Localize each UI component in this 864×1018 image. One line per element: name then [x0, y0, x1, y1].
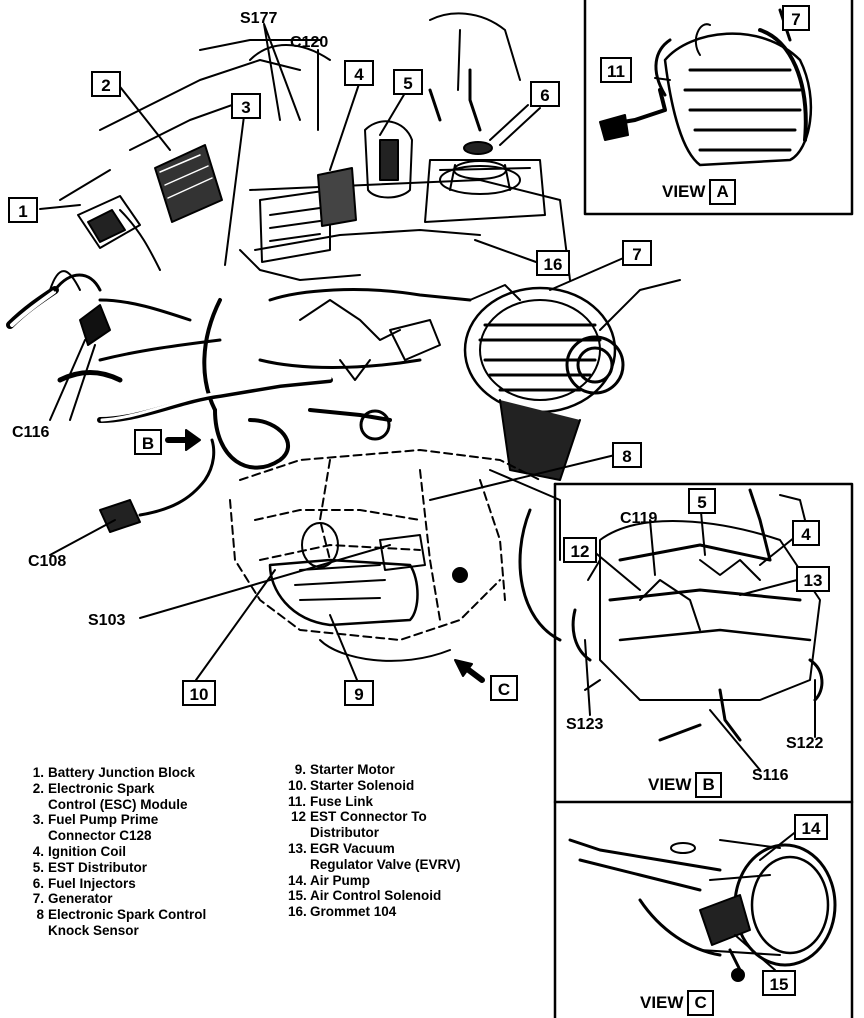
callout-8: 8: [612, 442, 642, 468]
callout-2: 2: [91, 71, 121, 97]
legend-right: 9. Starter Motor 10.Starter Solenoid 11.F…: [288, 762, 553, 920]
callout-16: 16: [536, 250, 570, 276]
view-c-callout-15: 15: [762, 970, 796, 996]
legend-item: 1. Battery Junction Block: [26, 765, 276, 781]
legend-item: 2.Electronic Spark Control (ESC) Module: [26, 781, 276, 813]
legend-text: Fuel Pump Prime Connector C128: [48, 812, 159, 844]
legend-text: Electronic Spark Control (ESC) Module: [48, 780, 188, 812]
view-b-letter: B: [695, 772, 722, 798]
view-c-art: [568, 829, 837, 982]
callout-5: 5: [393, 69, 423, 95]
view-c-letter: C: [687, 990, 714, 1016]
legend-num: 11.: [288, 793, 307, 809]
tag-c120: C120: [290, 34, 329, 51]
legend-text: EGR Vacuum Regulator Valve (EVRV): [310, 840, 461, 872]
legend-text: EST Distributor: [48, 859, 148, 875]
legend-left: 1.Battery Junction Block 2.Electronic Sp…: [26, 765, 276, 939]
callout-3: 3: [231, 93, 261, 119]
legend-num: 10.: [288, 777, 307, 793]
arrow-label-c: C: [490, 675, 518, 701]
legend-text: EST Connector To Distributor: [310, 809, 427, 841]
tag-c119: C119: [620, 510, 658, 527]
legend-item: 10.Starter Solenoid: [288, 778, 553, 794]
legend-num: 8: [36, 907, 44, 923]
view-c-callout-14: 14: [794, 814, 828, 840]
tag-s116: S116: [752, 767, 789, 784]
view-frames: [553, 0, 854, 1018]
legend-num: 12: [290, 809, 306, 825]
legend-item: 3.Fuel Pump Prime Connector C128: [26, 812, 276, 844]
tag-c116: C116: [12, 424, 50, 441]
tag-c108: C108: [28, 553, 67, 570]
arrow-label-b: B: [134, 429, 162, 455]
view-b-callout-5: 5: [688, 488, 716, 514]
legend-text: Ignition Coil: [48, 843, 126, 859]
legend-item: 15.Air Control Solenoid: [288, 888, 553, 904]
legend-num: 9.: [294, 762, 306, 777]
legend-text: Fuse Link: [310, 793, 374, 809]
legend-item: 13.EGR Vacuum Regulator Valve (EVRV): [288, 841, 553, 873]
legend-num: 15.: [288, 888, 307, 904]
callout-7: 7: [622, 240, 652, 266]
callout-9: 9: [344, 680, 374, 706]
legend-num: 1.: [32, 765, 44, 780]
legend-num: 3.: [32, 812, 44, 828]
view-b-callout-13: 13: [796, 566, 830, 592]
legend-text: Electronic Spark Control Knock Sensor: [48, 907, 207, 938]
view-a-letter: A: [709, 179, 736, 205]
view-b-callout-4: 4: [792, 520, 820, 546]
view-a-art: [599, 8, 813, 167]
legend-num: 13.: [288, 840, 307, 856]
legend-num: 14.: [288, 872, 307, 888]
view-a-callout-7: 7: [782, 5, 810, 31]
tag-s122: S122: [786, 735, 824, 752]
legend-text: Generator: [48, 891, 113, 907]
legend-text: Starter Solenoid: [310, 777, 415, 793]
legend-text: Air Control Solenoid: [310, 888, 442, 904]
legend-item: 9. Starter Motor: [288, 762, 553, 778]
view-b-word: VIEW: [648, 775, 692, 794]
tag-s103: S103: [88, 612, 126, 629]
legend-num: 4.: [32, 843, 44, 859]
legend-num: 7.: [32, 891, 44, 907]
legend-item: 14.Air Pump: [288, 873, 553, 889]
legend-text: Battery Junction Block: [48, 765, 196, 780]
legend-text: Grommet 104: [310, 904, 397, 920]
legend-item: 16.Grommet 104: [288, 904, 553, 920]
callout-4: 4: [344, 60, 374, 86]
legend-text: Air Pump: [310, 872, 371, 888]
tag-s177: S177: [240, 10, 278, 27]
legend-text: Fuel Injectors: [48, 875, 136, 891]
callout-6: 6: [530, 81, 560, 107]
legend-item: 7.Generator: [26, 891, 276, 907]
view-b-art: [571, 488, 824, 771]
callout-1: 1: [8, 197, 38, 223]
tag-s123: S123: [566, 716, 604, 733]
legend-num: 16.: [288, 904, 307, 920]
view-c-word: VIEW: [640, 993, 684, 1012]
legend-item: 5.EST Distributor: [26, 860, 276, 876]
legend-item: 11.Fuse Link: [288, 794, 553, 810]
legend-num: 6.: [32, 875, 44, 891]
view-a-callout-11: 11: [600, 57, 632, 83]
view-b-callout-12: 12: [563, 537, 597, 563]
legend-text: Starter Motor: [310, 762, 395, 777]
legend-item: 4.Ignition Coil: [26, 844, 276, 860]
legend-num: 5.: [32, 859, 44, 875]
callout-10: 10: [182, 680, 216, 706]
view-a-word: VIEW: [662, 182, 706, 201]
legend-num: 2.: [32, 780, 44, 796]
legend-item: 6.Fuel Injectors: [26, 876, 276, 892]
main-engine-view: [6, 12, 681, 683]
